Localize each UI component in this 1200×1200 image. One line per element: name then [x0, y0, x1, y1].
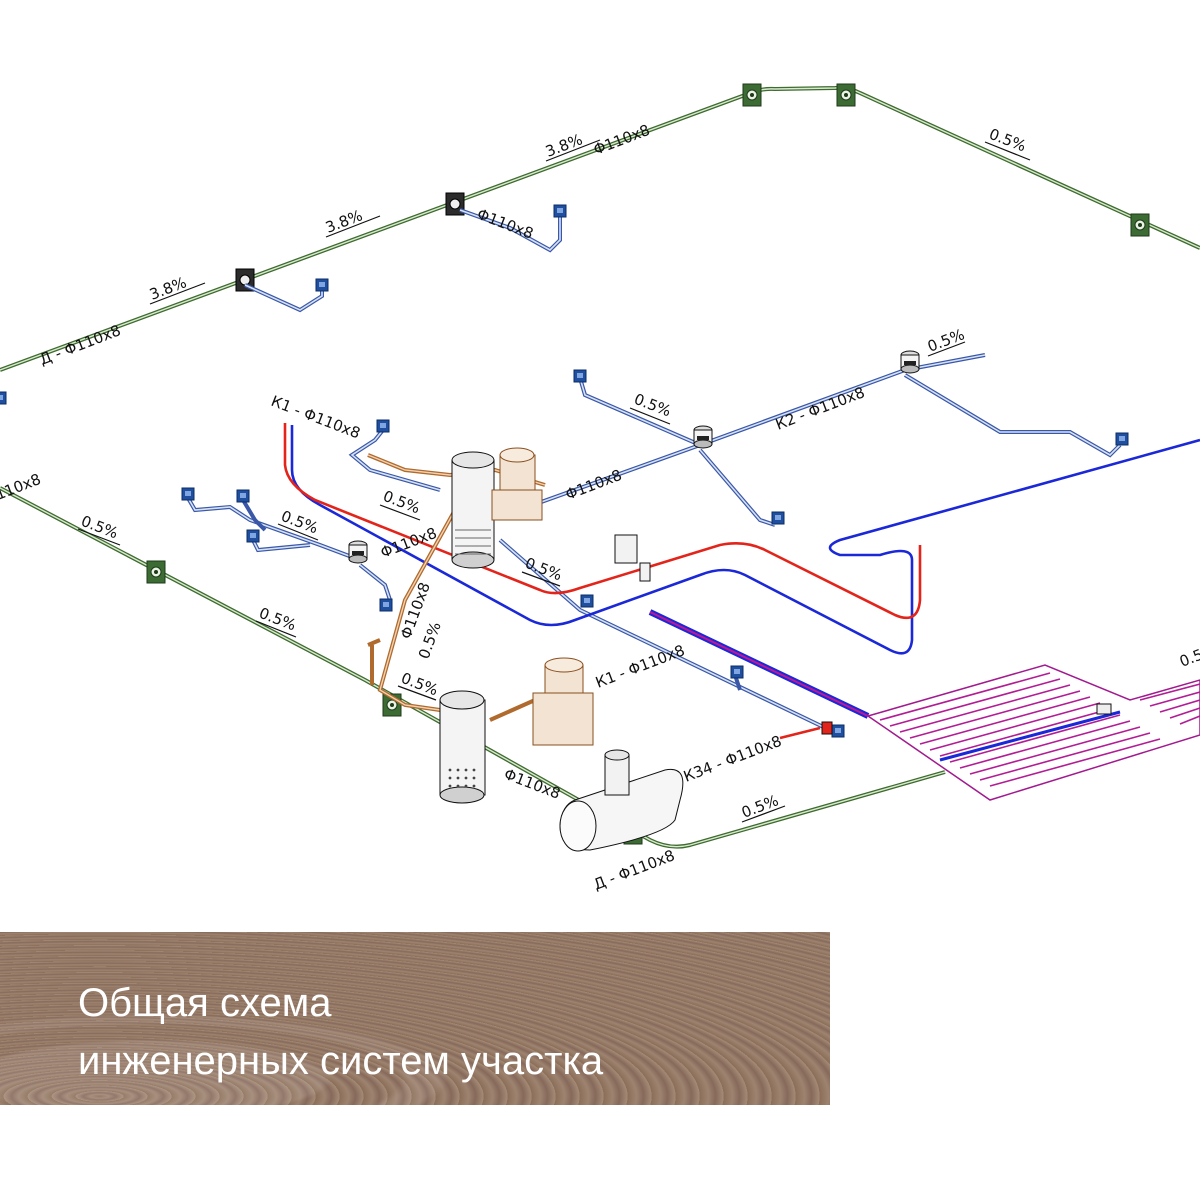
sewer-inlet [580, 594, 594, 608]
drain-well [146, 560, 166, 584]
title-banner: Общая схема инженерных систем участка [0, 932, 830, 1105]
sewer-inlet [376, 419, 390, 433]
page-title-line: инженерных систем участка [78, 1039, 604, 1083]
sewer-inlet [730, 665, 744, 679]
filter-tank-upper [451, 451, 495, 569]
sewer-trap [693, 425, 713, 449]
sewer-inlet [1115, 432, 1129, 446]
filter-tank-lower [439, 690, 486, 804]
slope-label: 0.5% [925, 325, 967, 355]
pipe-label: Д - Φ110х8 [37, 321, 123, 368]
pipe-label: К34 - Φ110х8 [681, 732, 784, 786]
sewer-inlet [771, 511, 785, 525]
storm-inlet [553, 204, 567, 218]
pipe-label: Φ110х8 [502, 765, 563, 803]
storm-branches [0, 204, 567, 405]
pipe-label: К2 - Φ110х8 [773, 383, 867, 433]
slope-label: 3.8% [323, 206, 365, 236]
sewer-inlet [573, 369, 587, 383]
equipment [439, 447, 684, 852]
water-meter [614, 534, 638, 564]
sewer-trap [900, 350, 920, 374]
pipe-label: К1 - Φ110х8 [269, 392, 363, 442]
drainage-network [0, 83, 1200, 849]
drain-well [1130, 213, 1150, 237]
sewer-trap [348, 540, 368, 564]
page-title: Общая схема инженерных систем участка [78, 974, 603, 1090]
drain-well [742, 83, 762, 107]
slope-label: 0.5% [739, 791, 781, 821]
sewer-k1-network [181, 419, 845, 738]
valve [821, 721, 833, 735]
heated-floor [648, 609, 1200, 801]
sewer-inlet [246, 529, 260, 543]
pipe-label: Φ110х8 [475, 205, 536, 243]
sewer-inlet [379, 598, 393, 612]
pipe-label: Φ110х8 [591, 121, 652, 159]
septic-well-lower [532, 657, 594, 746]
page-title-line: Общая схема [78, 981, 332, 1025]
pipe-label: Φ110х8 [563, 466, 624, 504]
water-supply-lines [283, 423, 1200, 740]
slope-label: 3.8% [147, 273, 189, 303]
storm-inlet [0, 391, 7, 405]
pipe-label: Д - Φ110х8 [591, 846, 677, 893]
sewer-inlet [236, 489, 250, 503]
sewer-k2-network [504, 350, 1129, 527]
sewer-inlet [831, 724, 845, 738]
valve [639, 562, 651, 582]
pipe-label: К1 - Φ110х8 [593, 641, 687, 691]
slope-label: 0.5% [399, 669, 441, 699]
sewer-inlet [181, 487, 195, 501]
storm-inlet [315, 278, 329, 292]
drain-well [836, 83, 856, 107]
septic-tank [559, 749, 684, 852]
septic-well-upper [491, 447, 543, 521]
slope-label: 0.5 [1177, 645, 1200, 670]
